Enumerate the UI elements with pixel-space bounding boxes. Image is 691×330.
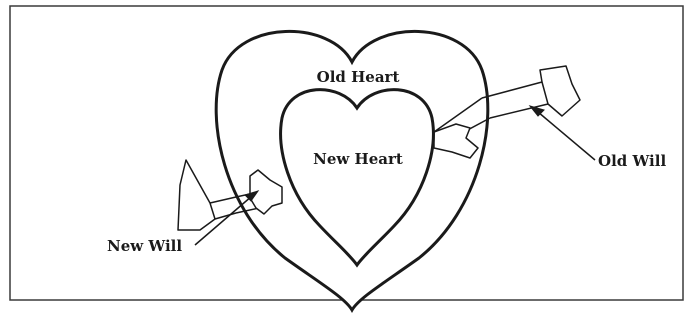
old-will-arrow-feathers [540,66,580,116]
new-will-arrowhead [178,160,215,230]
old-will-pointer [538,112,595,160]
label-new-heart: New Heart [313,150,403,168]
label-old-heart: Old Heart [317,68,400,86]
label-old-will: Old Will [598,152,666,170]
label-new-will: New Will [107,237,182,255]
